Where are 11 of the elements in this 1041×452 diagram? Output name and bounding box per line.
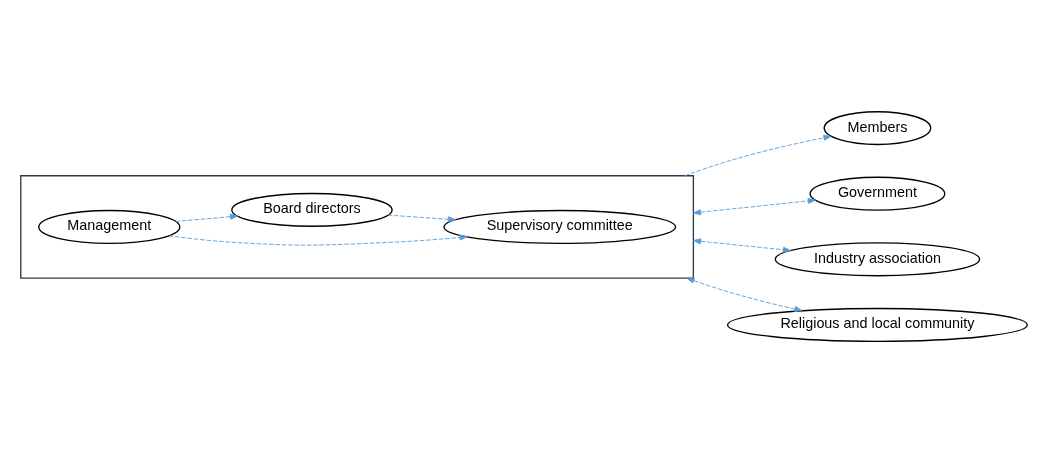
arrow (692, 197, 816, 215)
arrow (686, 277, 803, 312)
node-ellipse: Industry association (774, 241, 981, 276)
arrow (692, 237, 792, 253)
node-ellipse: Management (38, 209, 181, 244)
arrow (175, 213, 239, 222)
arrow (684, 134, 832, 176)
arrow (387, 214, 456, 222)
cluster (20, 174, 695, 279)
arrow (168, 234, 468, 246)
node-ellipse: Supervisory committee (443, 209, 677, 244)
